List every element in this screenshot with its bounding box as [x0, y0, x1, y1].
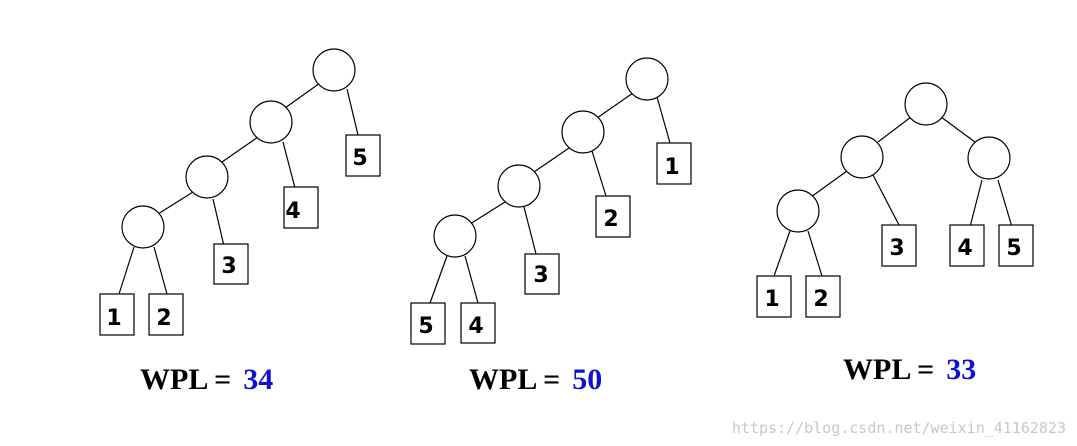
internal-node [776, 189, 820, 233]
edge [346, 88, 359, 136]
internal-node [433, 214, 477, 258]
leaf-node: 5 [998, 224, 1034, 267]
edge [118, 246, 135, 295]
edge [872, 174, 900, 226]
leaf-node: 3 [881, 224, 917, 267]
wpl-value: 33 [946, 353, 976, 386]
edge [469, 201, 506, 225]
leaf-node: 1 [99, 293, 135, 336]
tree-1: 1 2 3 4 5 WPL = 34 [99, 48, 381, 396]
leaf-node: 2 [595, 195, 631, 238]
internal-node [497, 164, 541, 208]
leaf-label: 5 [352, 146, 367, 171]
tree-2: 5 4 3 2 1 WPL = 50 [410, 57, 692, 396]
edge [877, 116, 912, 143]
leaf-label: 4 [468, 314, 483, 339]
wpl-caption: WPL = 34 [140, 363, 273, 396]
internal-node [121, 205, 165, 249]
edge [212, 198, 225, 247]
leaf-label: 1 [664, 155, 679, 180]
internal-node [840, 135, 884, 179]
internal-node [904, 82, 948, 126]
leaf-label: 2 [156, 306, 171, 331]
leaf-node: 4 [460, 302, 496, 344]
edge [153, 246, 168, 295]
wpl-label: WPL = [843, 353, 934, 386]
leaf-label: 5 [1006, 236, 1021, 261]
watermark-text: https://blog.csdn.net/weixin_41162823 [732, 419, 1066, 437]
edge [157, 191, 194, 215]
leaf-label: 4 [957, 236, 972, 261]
leaf-node: 1 [756, 275, 792, 318]
leaf-node: 4 [949, 224, 985, 267]
edge [810, 170, 848, 198]
leaf-node: 1 [656, 142, 692, 185]
edge [969, 179, 983, 228]
leaf-node: 5 [410, 302, 446, 345]
leaf-label: 5 [418, 314, 433, 339]
internal-node [249, 100, 293, 144]
edge [656, 96, 671, 144]
leaf-node: 3 [524, 253, 560, 295]
leaf-label: 2 [813, 287, 828, 312]
edge [282, 141, 296, 189]
internal-node [312, 48, 356, 92]
edge [596, 92, 634, 119]
leaf-label: 1 [764, 287, 779, 312]
leaf-node: 3 [213, 243, 249, 285]
edge [997, 179, 1013, 228]
leaf-label: 3 [221, 254, 236, 279]
leaf-node: 2 [148, 293, 184, 336]
wpl-caption: WPL = 50 [469, 363, 602, 396]
internal-node [625, 57, 669, 101]
leaf-node: 5 [345, 134, 381, 177]
edge [429, 255, 448, 304]
wpl-label: WPL = [140, 363, 231, 396]
edge [284, 82, 321, 109]
wpl-value: 50 [572, 363, 602, 396]
internal-node [967, 136, 1011, 180]
leaf-label: 3 [889, 236, 904, 261]
leaf-label: 3 [533, 263, 548, 288]
edge [807, 230, 823, 277]
leaf-node: 2 [805, 275, 841, 318]
internal-node [185, 155, 229, 199]
wpl-value: 34 [243, 363, 273, 396]
tree-3: 1 2 3 4 5 WPL = 33 [756, 82, 1034, 386]
leaf-label: 1 [106, 306, 121, 331]
leaf-label: 2 [603, 207, 618, 232]
edge [464, 255, 479, 304]
edge [523, 206, 537, 255]
leaf-label: 4 [285, 199, 300, 224]
wpl-label: WPL = [469, 363, 560, 396]
edge [773, 230, 791, 277]
edge [591, 150, 607, 197]
edge [940, 116, 976, 143]
edge [533, 147, 570, 173]
internal-node [561, 110, 605, 154]
edge [221, 136, 259, 163]
wpl-caption: WPL = 33 [843, 353, 976, 386]
leaf-node: 4 [283, 186, 319, 229]
